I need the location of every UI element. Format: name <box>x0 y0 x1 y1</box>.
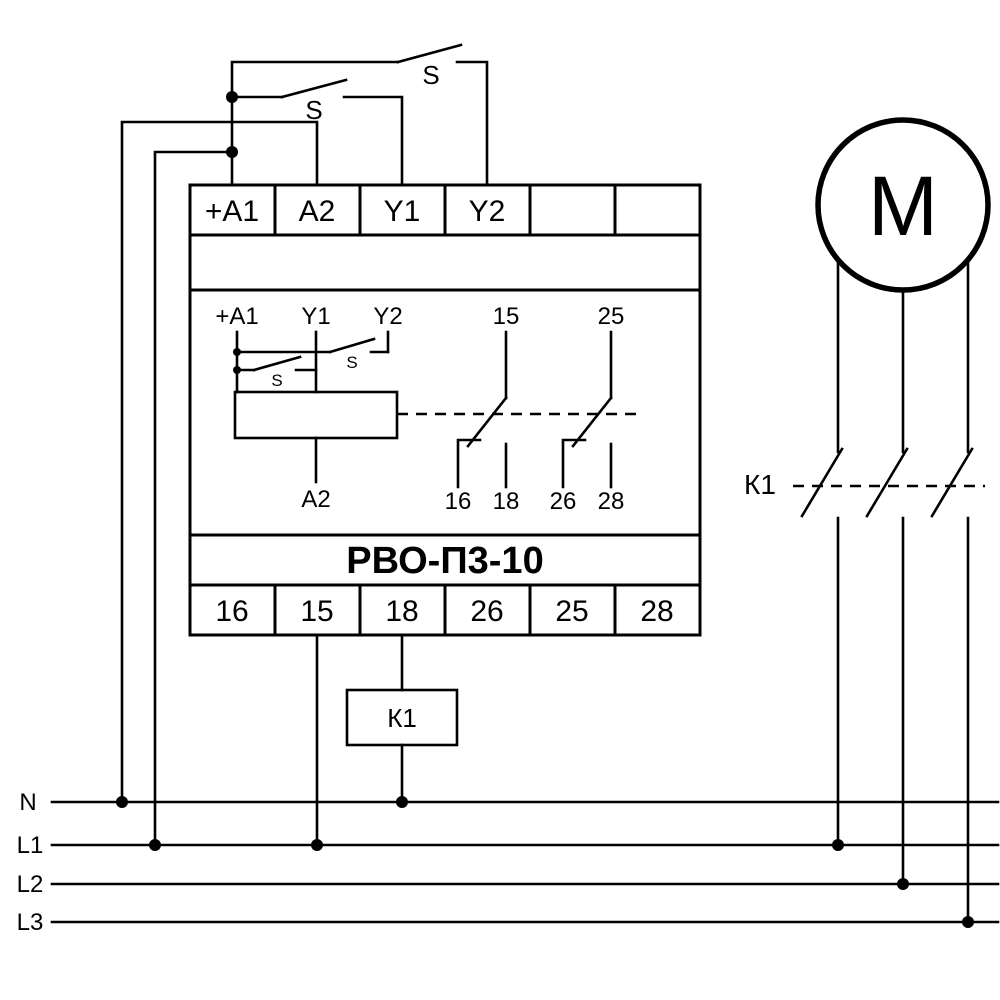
contact-16-lead <box>456 438 482 489</box>
internal-label-a2: A2 <box>301 486 330 513</box>
motor-label: M <box>868 159 938 253</box>
switch-s-top-blade <box>396 43 463 64</box>
internal-label-26: 26 <box>550 488 577 515</box>
internal-label-16: 16 <box>445 488 472 515</box>
terminal-label-28: 28 <box>640 595 673 628</box>
switch-s-top-label: S <box>422 60 439 90</box>
switch-s-mid-label: S <box>305 95 322 125</box>
k1-contactor-label: К1 <box>744 469 776 500</box>
terminal-label-y2: Y2 <box>469 195 506 228</box>
contact-15-blade <box>466 396 508 448</box>
internal-label-25: 25 <box>598 303 625 330</box>
internal-schematic: +A1 Y1 Y2 15 25 S S A2 16 18 <box>215 303 640 515</box>
internal-switch-y1-label: S <box>271 371 282 390</box>
junction-dot <box>897 878 909 890</box>
motor-circuit: M К1 <box>744 117 991 924</box>
terminal-label-a2: A2 <box>299 195 336 228</box>
internal-label-a1: +A1 <box>215 303 258 330</box>
terminal-label-25: 25 <box>555 595 588 628</box>
internal-switch-y1-blade <box>252 355 302 372</box>
top-terminal-row: +A1 A2 Y1 Y2 <box>205 195 505 228</box>
junction-dot <box>233 348 241 356</box>
k1-coil-label: К1 <box>387 703 417 733</box>
switch-s-mid-blade <box>280 78 348 99</box>
internal-switch-y2-label: S <box>346 353 357 372</box>
wire-l1-to-a1 <box>153 150 234 847</box>
bottom-terminal-row: 16 15 18 26 25 28 <box>215 595 673 628</box>
terminal-label-15: 15 <box>300 595 333 628</box>
bus-label-l2: L2 <box>17 871 44 898</box>
terminal-label-a1: +A1 <box>205 195 259 228</box>
device-name: РВО-П3-10 <box>346 540 543 582</box>
junction-dot <box>962 916 974 928</box>
junction-dots <box>116 91 974 928</box>
bus-label-l3: L3 <box>17 909 44 936</box>
internal-label-28: 28 <box>598 488 625 515</box>
junction-dot <box>396 796 408 808</box>
relay-box: РВО-П3-10 <box>188 183 702 637</box>
k1-contact-blade <box>865 447 909 518</box>
junction-dot <box>149 839 161 851</box>
internal-label-15: 15 <box>493 303 520 330</box>
junction-dot <box>116 796 128 808</box>
bus-label-n: N <box>19 789 36 816</box>
contact-25-blade <box>571 396 613 448</box>
terminal-label-18: 18 <box>385 595 418 628</box>
junction-dot <box>832 839 844 851</box>
wire-to-y1 <box>342 95 404 187</box>
junction-dot <box>311 839 323 851</box>
terminal-label-y1: Y1 <box>384 195 421 228</box>
control-wiring: S S <box>120 43 489 847</box>
wire-to-y2 <box>455 60 489 187</box>
wire-n-to-a2 <box>120 120 319 804</box>
internal-label-y2: Y2 <box>373 303 402 330</box>
junction-dot <box>233 366 241 374</box>
contact-26-lead <box>561 438 587 489</box>
junction-dot <box>226 146 238 158</box>
bus-label-l1: L1 <box>17 832 44 859</box>
junction-dot <box>226 91 238 103</box>
wire-a1-riser <box>230 60 400 187</box>
terminal-label-26: 26 <box>470 595 503 628</box>
terminal-label-16: 16 <box>215 595 248 628</box>
k1-coil-circuit: К1 <box>315 633 459 847</box>
k1-contact-blade <box>930 447 974 518</box>
internal-label-18: 18 <box>493 488 520 515</box>
internal-label-y1: Y1 <box>301 303 330 330</box>
internal-switch-y2-blade <box>328 337 376 354</box>
k1-contact-blade <box>800 447 844 518</box>
